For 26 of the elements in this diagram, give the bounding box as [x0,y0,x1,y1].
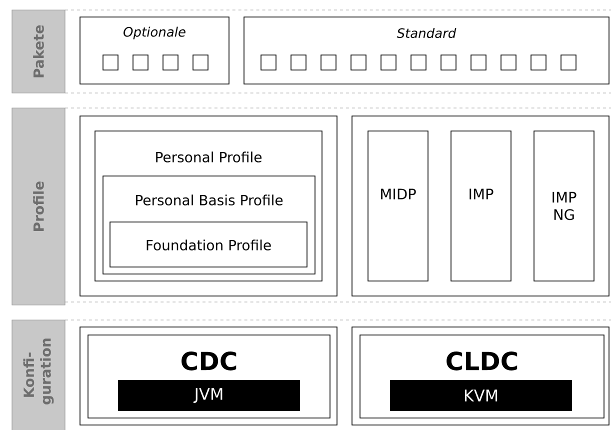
band-label: Konfi- guration [12,320,66,430]
package-square [410,54,426,70]
band-label: Profile [12,108,66,306]
package-square [192,54,208,70]
package-square [350,54,366,70]
vm-bar: KVM [390,380,572,411]
package-square [470,54,486,70]
layer-box: Standard [244,16,610,84]
package-square [500,54,516,70]
package-square [560,54,576,70]
package-square [162,54,178,70]
package-square [440,54,456,70]
package-square [320,54,336,70]
layer-box: Optionale [80,16,230,84]
vm-bar: JVM [118,380,300,411]
layer-box: IMP [450,130,512,282]
layer-box: MIDP [368,130,428,282]
package-square [102,54,118,70]
package-square [260,54,276,70]
package-square [290,54,306,70]
package-square [530,54,546,70]
package-square [380,54,396,70]
layer-box: Foundation Profile [110,222,308,268]
band-label: Pakete [12,10,66,94]
layer-box: IMP NG [534,130,594,282]
package-square [132,54,148,70]
